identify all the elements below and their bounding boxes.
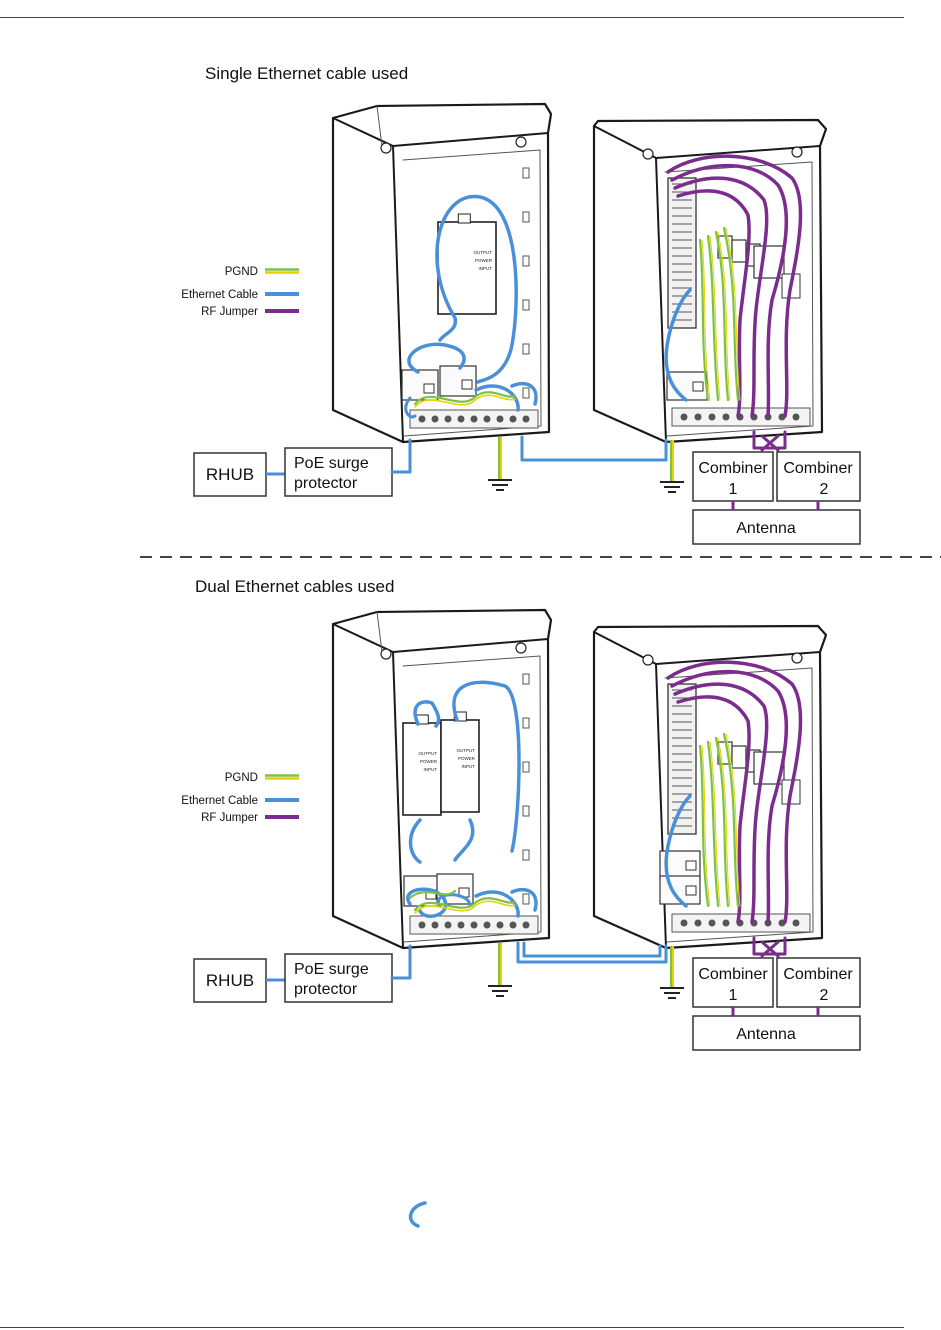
terminal-screw (484, 416, 491, 423)
combiner-1-label: Combiner (698, 460, 768, 477)
combiner-2-number: 2 (820, 481, 829, 498)
rf-connector (732, 240, 746, 262)
cabinet-hinge (516, 643, 526, 653)
rj45-port (686, 861, 696, 870)
terminal-screw (510, 416, 517, 423)
rj45-port (686, 886, 696, 895)
module-label: OUTPUT (419, 751, 438, 756)
terminal-screw (484, 922, 491, 929)
right-cabinet (594, 626, 826, 956)
combiner-2-label: Combiner (783, 460, 853, 477)
terminal-screw (458, 922, 465, 929)
terminal-screw (510, 922, 517, 929)
terminal-screw (709, 920, 716, 927)
ethernet-cable (392, 440, 410, 472)
module-label: INPUT (462, 764, 476, 769)
left-cabinet: OUTPUT POWER INPUT (333, 104, 551, 442)
module-label: POWER (458, 756, 476, 761)
terminal-screw (681, 920, 688, 927)
terminal-screw (723, 920, 730, 927)
right-cabinet (594, 120, 826, 450)
antenna-label: Antenna (736, 1026, 796, 1043)
combiner-2-label: Combiner (783, 966, 853, 983)
legend-rf-jumper-label: RF Jumper (201, 306, 258, 318)
ethernet-cable (524, 943, 660, 956)
terminal-screw (523, 922, 530, 929)
module-label: POWER (475, 258, 493, 263)
module-connector (458, 214, 470, 223)
terminal-screw (497, 922, 504, 929)
section-dual-ethernet: PGND Ethernet Cable RF Jumper OUTPUT POWER IN… (181, 610, 860, 1226)
left-cabinet: OUTPUT POWER INPUT OUTPUT POWER INPUT (333, 610, 551, 1226)
terminal-screw (497, 416, 504, 423)
combiner-2-number: 2 (820, 987, 829, 1004)
ethernet-cable (392, 946, 410, 978)
module-label: INPUT (479, 266, 493, 271)
cabinet-hinge (643, 149, 653, 159)
terminal-screw (523, 416, 530, 423)
terminal-screw (445, 922, 452, 929)
terminal-screw (695, 414, 702, 421)
module-label: INPUT (424, 767, 438, 772)
poe-protector-label: PoE surge (294, 961, 369, 978)
legend-ethernet-label: Ethernet Cable (181, 289, 258, 301)
cabinet-hinge (381, 143, 391, 153)
module-label: OUTPUT (457, 748, 476, 753)
rhub-label: RHUB (206, 465, 254, 484)
ethernet-cable (518, 943, 666, 962)
cabinet-hinge (792, 653, 802, 663)
terminal-screw (793, 414, 800, 421)
terminal-screw (709, 414, 716, 421)
legend-pgnd-label: PGND (225, 772, 258, 784)
rhub-label: RHUB (206, 971, 254, 990)
rf-connector (732, 746, 746, 768)
terminal-screw (432, 922, 439, 929)
module-label: POWER (420, 759, 438, 764)
terminal-screw (432, 416, 439, 423)
external-connections: RHUB PoE surge protector Combiner 1 Combiner 2… (194, 437, 860, 544)
terminal-screw (681, 414, 688, 421)
combiner-1-number: 1 (729, 987, 738, 1004)
terminal-screw (723, 414, 730, 421)
poe-protector-label: protector (294, 981, 358, 998)
terminal-screw (471, 416, 478, 423)
rj45-port (462, 380, 472, 389)
cabinet-hinge (643, 655, 653, 665)
legend-rf-jumper-label: RF Jumper (201, 812, 258, 824)
ethernet-cable (411, 1203, 425, 1226)
combiner-1-label: Combiner (698, 966, 768, 983)
terminal-screw (695, 920, 702, 927)
ethernet-cable (522, 437, 666, 460)
terminal-screw (471, 922, 478, 929)
terminal-screw (793, 920, 800, 927)
section-single-ethernet: PGND Ethernet Cable RF Jumper OUTPUT POWER IN… (181, 104, 860, 544)
terminal-screw (419, 922, 426, 929)
rj45-port (693, 382, 703, 391)
terminal-screw (419, 416, 426, 423)
module-label: OUTPUT (474, 250, 493, 255)
poe-protector-label: PoE surge (294, 455, 369, 472)
poe-protector-label: protector (294, 475, 358, 492)
legend-pgnd-label: PGND (225, 266, 258, 278)
cabinet-hinge (516, 137, 526, 147)
rj45-port (424, 384, 434, 393)
cabinet-hinge (381, 649, 391, 659)
combiner-1-number: 1 (729, 481, 738, 498)
legend-ethernet-label: Ethernet Cable (181, 795, 258, 807)
external-connections: RHUB PoE surge protector Combiner 1 Combiner 2… (194, 943, 860, 1050)
antenna-label: Antenna (736, 520, 796, 537)
cabinet-hinge (792, 147, 802, 157)
terminal-screw (458, 416, 465, 423)
terminal-screw (445, 416, 452, 423)
